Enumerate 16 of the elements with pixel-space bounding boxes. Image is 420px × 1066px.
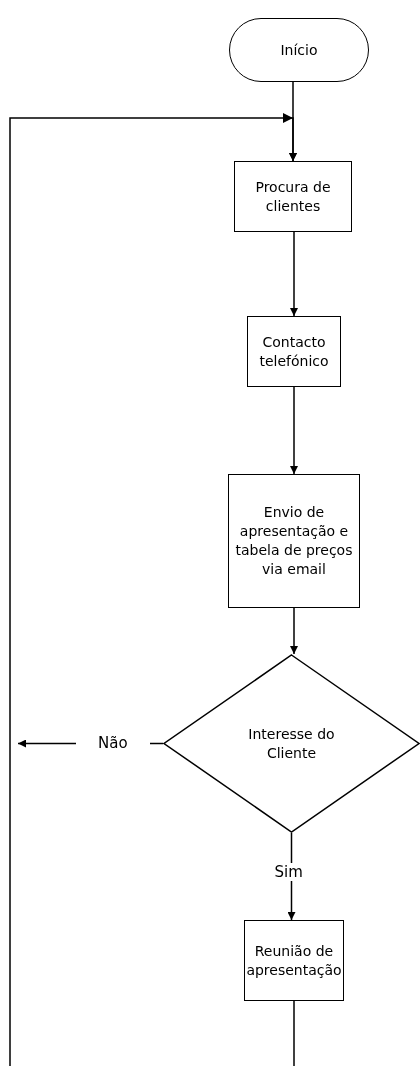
node-text: Interesse do Cliente [247, 724, 336, 763]
process-box [247, 316, 341, 387]
node-text: Início [279, 40, 319, 60]
node-text: Procura de clientes [254, 177, 332, 216]
process-box [244, 920, 344, 1001]
arrow [290, 607, 298, 655]
node-text: Reunião de apresentação [245, 941, 343, 980]
node-text: Contacto telefónico [258, 332, 330, 371]
decision-diamond [163, 654, 420, 833]
arrow [9, 113, 297, 1066]
arrow [290, 386, 298, 475]
arrow [290, 231, 298, 317]
node-text: Envio de apresentação e tabela de preços via email [234, 503, 354, 579]
connector-line [293, 1000, 295, 1066]
process-box [228, 474, 360, 608]
process-box [234, 161, 352, 232]
